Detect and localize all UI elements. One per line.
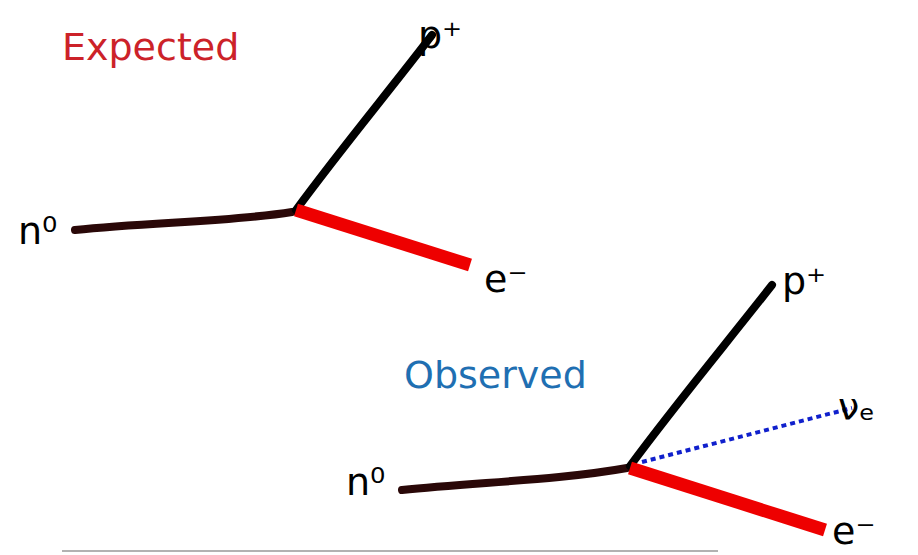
particle-label: e⁻	[484, 260, 527, 298]
neutron-track	[402, 468, 627, 490]
proton-track	[296, 35, 432, 210]
rule-line	[62, 550, 718, 552]
heading-label: Observed	[404, 356, 587, 394]
particle-label: νₑ	[838, 388, 875, 426]
neutrino-track	[642, 408, 852, 462]
neutron-track	[75, 212, 292, 230]
particle-label: p⁺	[782, 262, 826, 300]
electron-track	[630, 468, 825, 530]
heading-label: Expected	[62, 28, 239, 66]
particle-label: e⁻	[832, 512, 875, 550]
particle-label: p⁺	[418, 16, 462, 54]
particle-label: n⁰	[18, 212, 57, 250]
particle-label: n⁰	[346, 463, 385, 501]
electron-track	[296, 210, 470, 265]
proton-track	[630, 285, 772, 466]
